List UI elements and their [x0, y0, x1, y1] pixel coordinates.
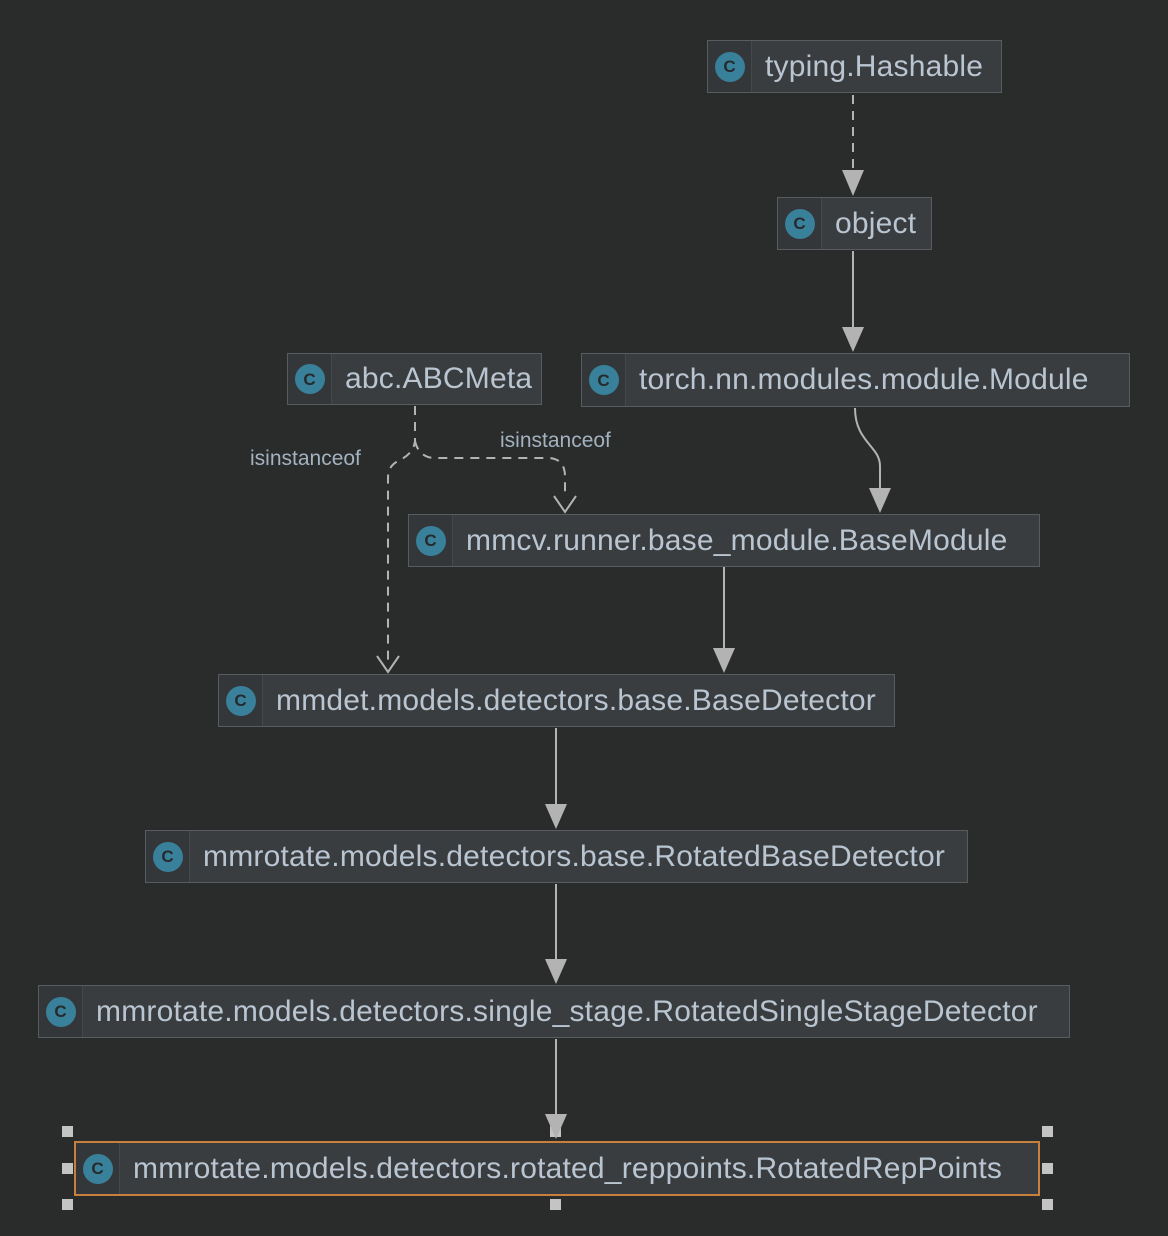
open-arrowhead-icon	[376, 655, 400, 674]
class-node-label: mmrotate.models.detectors.single_stage.R…	[96, 994, 1038, 1028]
class-icon: C	[82, 1153, 113, 1184]
class-node-label: typing.Hashable	[765, 49, 984, 83]
class-icon: C	[784, 208, 815, 239]
class-icon-cell: C	[778, 198, 822, 249]
class-icon: C	[294, 364, 325, 394]
class-node-mmdet-basedetector[interactable]: C mmdet.models.detectors.base.BaseDetect…	[218, 674, 895, 727]
edge-module-to-basemodule	[854, 407, 891, 513]
edge-hashable-to-object	[842, 95, 864, 196]
selection-handle-bottom-right[interactable]	[1042, 1199, 1053, 1210]
filled-arrowhead-icon	[842, 327, 864, 352]
edge-rotatedbase-to-singlestage	[545, 884, 567, 984]
class-node-torch-module[interactable]: C torch.nn.modules.module.Module	[581, 353, 1130, 407]
edge-object-to-module	[842, 251, 864, 352]
selection-handle-bottom-left[interactable]	[62, 1199, 73, 1210]
class-node-rotated-reppoints-selected[interactable]: C mmrotate.models.detectors.rotated_repp…	[74, 1141, 1040, 1196]
class-node-rotated-basedetector[interactable]: C mmrotate.models.detectors.base.Rotated…	[145, 830, 968, 883]
class-icon-cell: C	[409, 515, 453, 566]
class-node-label: mmrotate.models.detectors.base.RotatedBa…	[203, 839, 946, 873]
edge-label-isinstanceof-right: isinstanceof	[500, 429, 611, 452]
filled-arrowhead-icon	[545, 959, 567, 984]
selection-handle-top-left[interactable]	[62, 1126, 73, 1137]
class-node-abc-abcmeta[interactable]: C abc.ABCMeta	[287, 353, 542, 405]
class-icon-cell: C	[582, 354, 626, 406]
class-node-object[interactable]: C object	[777, 197, 932, 250]
class-node-label: abc.ABCMeta	[345, 362, 533, 395]
class-icon-cell: C	[219, 675, 263, 726]
class-node-label: mmdet.models.detectors.base.BaseDetector	[276, 683, 876, 717]
class-node-label: object	[835, 206, 917, 240]
class-icon-cell: C	[146, 831, 190, 882]
class-icon: C	[714, 51, 745, 82]
filled-arrowhead-icon	[545, 804, 567, 829]
class-node-mmcv-basemodule[interactable]: C mmcv.runner.base_module.BaseModule	[408, 514, 1040, 567]
class-icon: C	[588, 365, 619, 395]
selection-handle-top-center[interactable]	[550, 1126, 561, 1137]
edge-label-isinstanceof-left: isinstanceof	[250, 447, 361, 470]
class-node-label: mmcv.runner.base_module.BaseModule	[466, 523, 1008, 557]
class-node-typing-hashable[interactable]: C typing.Hashable	[707, 40, 1002, 93]
selection-handle-bottom-center[interactable]	[550, 1199, 561, 1210]
class-icon-cell: C	[76, 1143, 120, 1194]
class-node-label: torch.nn.modules.module.Module	[639, 363, 1089, 396]
filled-arrowhead-icon	[842, 170, 864, 196]
class-icon-cell: C	[288, 354, 332, 404]
class-icon: C	[152, 841, 183, 872]
class-node-label: mmrotate.models.detectors.rotated_reppoi…	[133, 1151, 1003, 1185]
class-icon: C	[225, 685, 256, 716]
class-icon-cell: C	[708, 41, 752, 92]
class-icon-cell: C	[39, 986, 83, 1037]
filled-arrowhead-icon	[869, 488, 891, 513]
edge-basemodule-to-basedetector	[713, 567, 735, 673]
class-node-rotated-singlestage[interactable]: C mmrotate.models.detectors.single_stage…	[38, 985, 1070, 1038]
class-icon: C	[415, 525, 446, 556]
selection-handle-top-right[interactable]	[1042, 1126, 1053, 1137]
edge-singlestage-to-reppoints	[545, 1039, 567, 1139]
filled-arrowhead-icon	[713, 648, 735, 673]
selection-handle-mid-right[interactable]	[1042, 1163, 1053, 1174]
open-arrowhead-icon	[553, 495, 577, 514]
selection-handle-mid-left[interactable]	[62, 1163, 73, 1174]
edge-basedetector-to-rotatedbase	[545, 728, 567, 829]
class-icon: C	[45, 996, 76, 1027]
